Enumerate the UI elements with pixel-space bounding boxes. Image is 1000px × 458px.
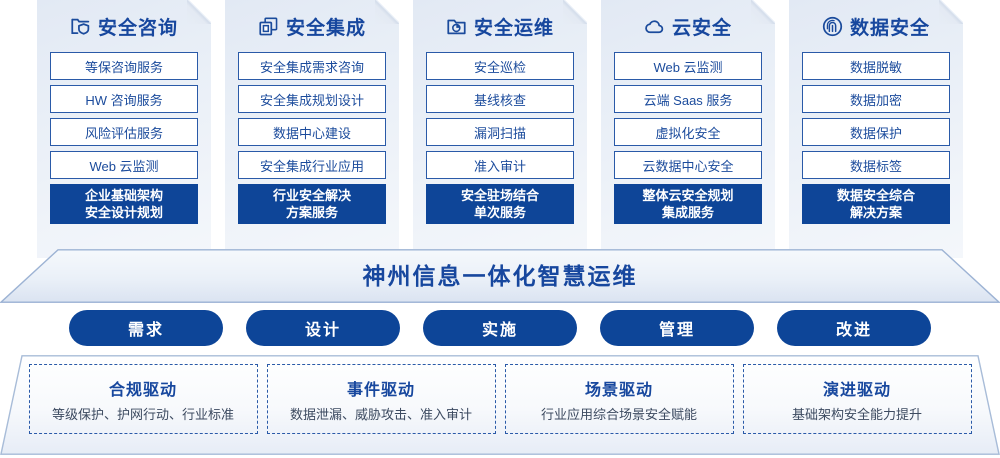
solution-line: 行业安全解决 — [272, 188, 351, 203]
solution-card[interactable]: 安全驻场结合单次服务 — [426, 184, 574, 224]
column-header: 数据安全 — [802, 0, 950, 52]
solution-line: 数据安全综合 — [836, 188, 915, 203]
service-item[interactable]: 数据脱敏 — [802, 52, 950, 80]
solution-line: 整体云安全规划 — [642, 188, 734, 203]
service-column: 云安全 Web 云监测云端 Saas 服务虚拟化安全云数据中心安全整体云安全规划集… — [601, 0, 775, 258]
driver-subtitle: 基础架构安全能力提升 — [791, 406, 922, 422]
column-header: 云安全 — [614, 0, 762, 52]
service-item[interactable]: 安全集成行业应用 — [238, 151, 386, 179]
driver-title: 事件驱动 — [346, 381, 415, 399]
service-column: 安全咨询等保咨询服务 HW 咨询服务风险评估服务 Web 云监测企业基础架构安全设计… — [37, 0, 211, 258]
driver-card[interactable]: 场景驱动行业应用综合场景安全赋能 — [504, 364, 734, 434]
fingerprint-icon — [822, 16, 843, 36]
column-header: 安全集成 — [238, 0, 386, 52]
service-item[interactable]: Web 云监测 — [614, 52, 762, 80]
service-column: 安全集成安全集成需求咨询安全集成规划设计数据中心建设安全集成行业应用行业安全解决… — [225, 0, 399, 258]
service-column: 安全运维安全巡检基线核查漏洞扫描准入审计安全驻场结合单次服务 — [413, 0, 587, 258]
column-title: 数据安全 — [849, 17, 930, 39]
service-item[interactable]: 数据标签 — [802, 151, 950, 179]
banner-title: 神州信息一体化智慧运维 — [362, 263, 638, 289]
solution-line: 安全设计规划 — [84, 205, 163, 220]
service-item[interactable]: 准入审计 — [426, 151, 574, 179]
driver-title: 演进驱动 — [822, 381, 891, 399]
service-item[interactable]: 基线核查 — [426, 85, 574, 113]
service-item[interactable]: 安全巡检 — [426, 52, 574, 80]
column-header: 安全咨询 — [50, 0, 198, 52]
service-item[interactable]: 安全集成规划设计 — [238, 85, 386, 113]
lifecycle-pill[interactable]: 管理 — [600, 310, 754, 346]
lifecycle-pill[interactable]: 实施 — [423, 310, 577, 346]
service-item[interactable]: 虚拟化安全 — [614, 118, 762, 146]
column-title: 安全咨询 — [97, 17, 178, 39]
solution-line: 解决方案 — [849, 205, 902, 220]
solution-card[interactable]: 企业基础架构安全设计规划 — [50, 184, 198, 224]
solution-card[interactable]: 数据安全综合解决方案 — [802, 184, 950, 224]
lifecycle-pill[interactable]: 设计 — [246, 310, 400, 346]
solution-line: 方案服务 — [285, 205, 338, 220]
service-item[interactable]: 等保咨询服务 — [50, 52, 198, 80]
solution-line: 单次服务 — [473, 205, 526, 220]
service-item[interactable]: 数据中心建设 — [238, 118, 386, 146]
lifecycle-pills: 需求设计实施管理改进 — [0, 310, 1000, 348]
drivers-row: 合规驱动等级保护、护网行动、行业标准事件驱动数据泄漏、威胁攻击、准入审计场景驱动… — [0, 355, 1000, 455]
driver-title: 场景驱动 — [584, 381, 653, 399]
stacked-documents-icon — [259, 16, 278, 35]
solution-line: 企业基础架构 — [84, 188, 163, 203]
solution-line: 集成服务 — [661, 205, 714, 220]
service-item[interactable]: 云端 Saas 服务 — [614, 85, 762, 113]
service-item[interactable]: 漏洞扫描 — [426, 118, 574, 146]
service-item[interactable]: Web 云监测 — [50, 151, 198, 179]
service-item[interactable]: 风险评估服务 — [50, 118, 198, 146]
driver-card[interactable]: 事件驱动数据泄漏、威胁攻击、准入审计 — [266, 364, 496, 434]
lifecycle-pill[interactable]: 改进 — [777, 310, 931, 346]
column-header: 安全运维 — [426, 0, 574, 52]
service-item[interactable]: 安全集成需求咨询 — [238, 52, 386, 80]
service-item[interactable]: 数据保护 — [802, 118, 950, 146]
solution-line: 安全驻场结合 — [460, 188, 539, 203]
cloud-icon — [645, 19, 664, 33]
folder-chart-icon — [447, 19, 466, 34]
lifecycle-pill[interactable]: 需求 — [69, 310, 223, 346]
service-item[interactable]: HW 咨询服务 — [50, 85, 198, 113]
driver-title: 合规驱动 — [108, 381, 177, 399]
service-item[interactable]: 数据加密 — [802, 85, 950, 113]
driver-card[interactable]: 合规驱动等级保护、护网行动、行业标准 — [28, 364, 258, 434]
column-title: 安全运维 — [473, 17, 554, 39]
driver-subtitle: 行业应用综合场景安全赋能 — [540, 406, 697, 422]
driver-subtitle: 数据泄漏、威胁攻击、准入审计 — [289, 406, 472, 422]
integration-banner: 神州信息一体化智慧运维 — [0, 249, 1000, 303]
column-title: 安全集成 — [285, 17, 366, 39]
folder-shield-icon — [71, 18, 90, 35]
driver-subtitle: 等级保护、护网行动、行业标准 — [51, 406, 234, 422]
column-title: 云安全 — [671, 17, 732, 39]
service-item[interactable]: 云数据中心安全 — [614, 151, 762, 179]
solution-card[interactable]: 行业安全解决方案服务 — [238, 184, 386, 224]
driver-card[interactable]: 演进驱动基础架构安全能力提升 — [742, 364, 972, 434]
solution-card[interactable]: 整体云安全规划集成服务 — [614, 184, 762, 224]
service-column: 数据安全数据脱敏数据加密数据保护数据标签数据安全综合解决方案 — [789, 0, 963, 258]
service-columns: 安全咨询等保咨询服务 HW 咨询服务风险评估服务 Web 云监测企业基础架构安全设计… — [37, 0, 963, 258]
